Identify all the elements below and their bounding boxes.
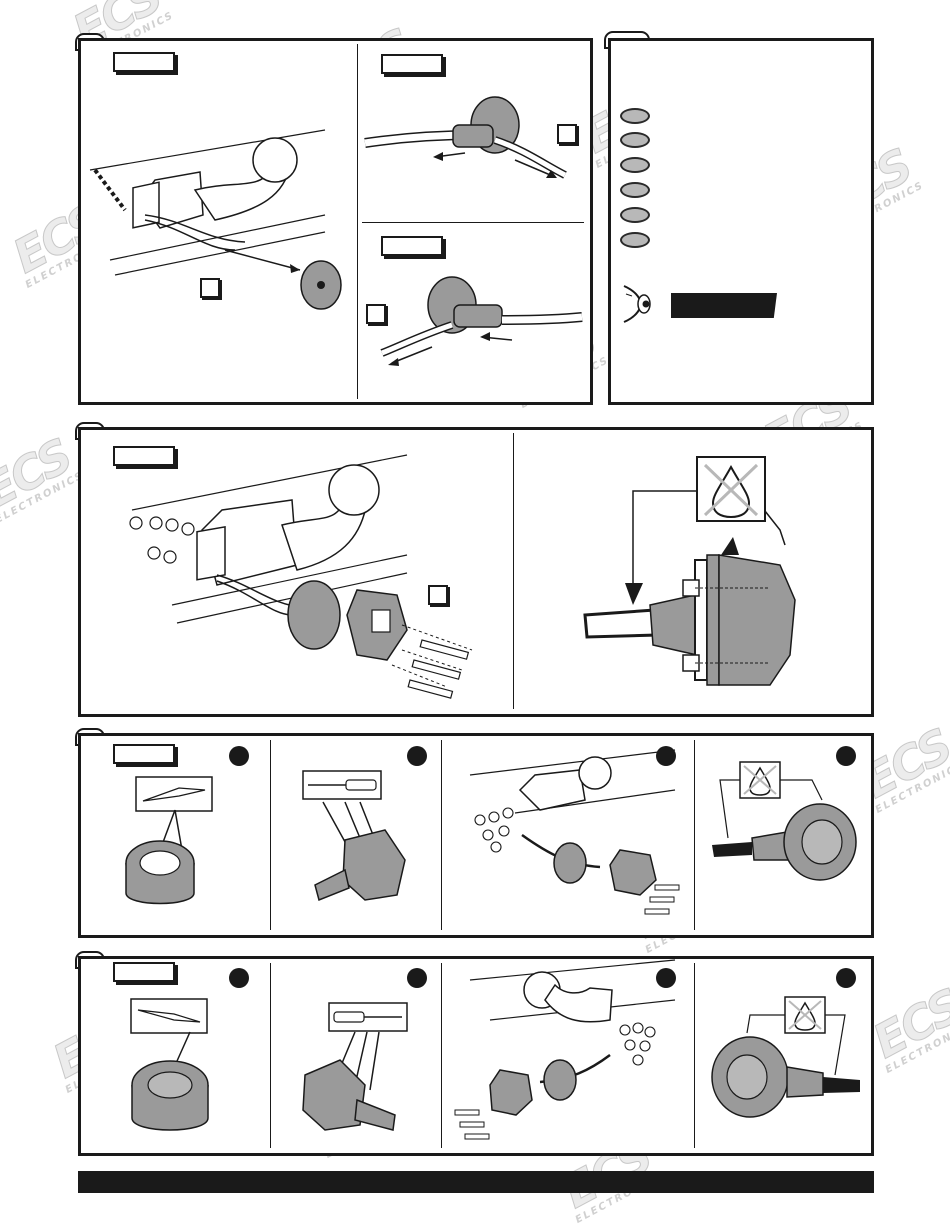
detail-marker-box bbox=[200, 278, 220, 298]
step-label-box bbox=[381, 236, 443, 256]
towbar-illustration bbox=[89, 129, 342, 310]
panel-divider bbox=[441, 963, 442, 1148]
socket-mounting-illustration bbox=[129, 454, 473, 699]
substep-marker bbox=[407, 746, 427, 766]
panel-divider bbox=[694, 963, 695, 1148]
step-label-box bbox=[381, 54, 443, 74]
detail-marker-box bbox=[428, 585, 448, 605]
socket-sealing-illustration bbox=[712, 761, 857, 881]
substep-marker bbox=[229, 968, 249, 988]
grommet-illustration bbox=[380, 276, 583, 366]
step-label-box bbox=[113, 962, 175, 982]
screwdriver-icon bbox=[302, 770, 382, 800]
panel-divider bbox=[694, 740, 695, 930]
panel-divider bbox=[357, 44, 358, 399]
legend-oval bbox=[620, 182, 650, 198]
grommet-illustration bbox=[364, 96, 567, 179]
panel-divider bbox=[362, 222, 584, 223]
socket-housing-illustration bbox=[131, 1031, 209, 1131]
eye-icon bbox=[623, 285, 651, 323]
substep-marker bbox=[836, 746, 856, 766]
step-label-box bbox=[113, 744, 175, 764]
knife-icon bbox=[130, 998, 208, 1034]
panel-divider bbox=[513, 433, 514, 709]
step-label-box bbox=[113, 446, 175, 466]
substep-marker bbox=[836, 968, 856, 988]
socket-sealing-illustration bbox=[711, 996, 860, 1118]
footer-bar bbox=[78, 1171, 874, 1193]
legend-oval bbox=[620, 207, 650, 223]
warning-banner bbox=[671, 293, 777, 318]
socket-mounting-illustration bbox=[469, 749, 680, 915]
knife-icon bbox=[135, 776, 213, 812]
legend-oval bbox=[620, 132, 650, 148]
socket-sealing-illustration bbox=[583, 456, 796, 686]
substep-marker bbox=[229, 746, 249, 766]
panel-divider bbox=[441, 740, 442, 930]
grommet-cut-illustration bbox=[314, 801, 406, 902]
detail-marker-box bbox=[557, 124, 577, 144]
substep-marker bbox=[407, 968, 427, 988]
grommet-cut-illustration bbox=[302, 1031, 396, 1131]
screwdriver-icon bbox=[328, 1002, 408, 1032]
substep-marker bbox=[656, 968, 676, 988]
legend-oval bbox=[620, 157, 650, 173]
panel-divider bbox=[270, 963, 271, 1148]
socket-mounting-illustration bbox=[454, 959, 676, 1140]
socket-housing-illustration bbox=[125, 809, 195, 905]
panel-divider bbox=[270, 740, 271, 930]
legend-oval bbox=[620, 232, 650, 248]
legend-oval bbox=[620, 108, 650, 124]
step-label-box bbox=[113, 52, 175, 72]
detail-marker-box bbox=[366, 304, 386, 324]
legend-panel bbox=[608, 38, 874, 405]
